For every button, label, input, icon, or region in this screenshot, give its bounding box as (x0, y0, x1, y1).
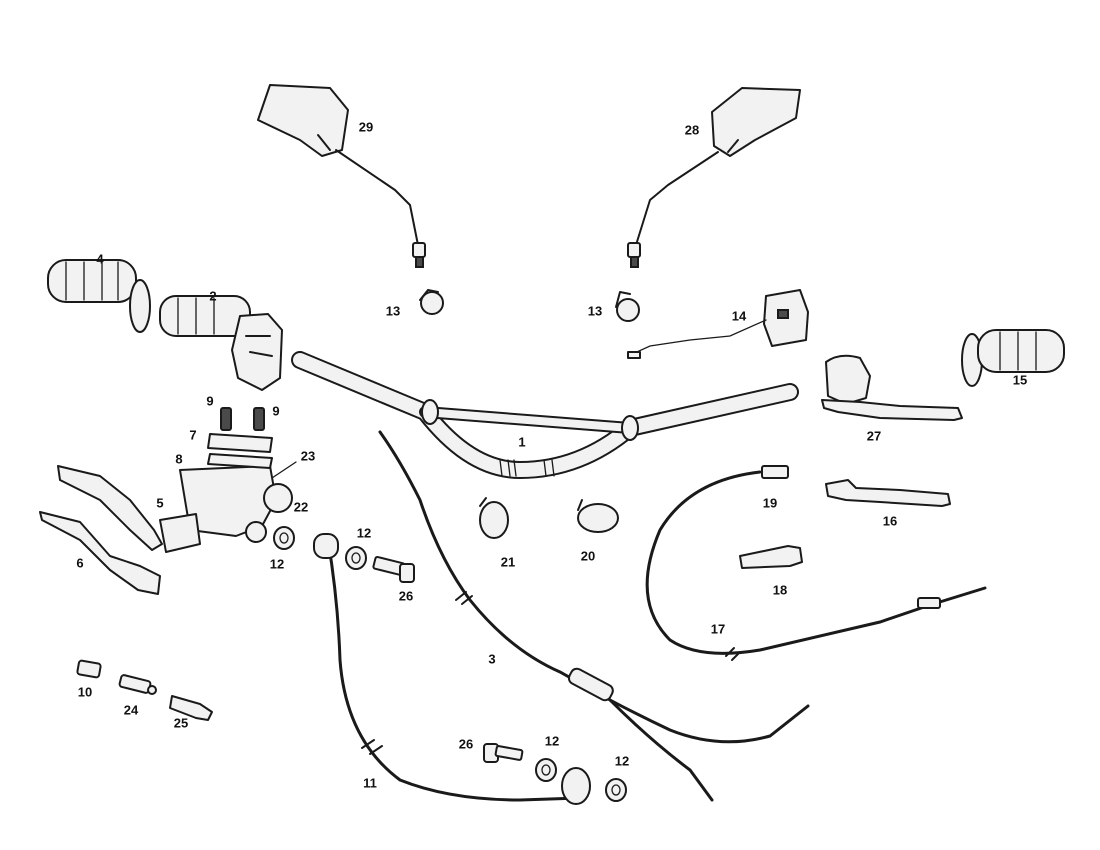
label-3: 3 (488, 651, 495, 666)
bleed-screw (76, 659, 102, 679)
label-15: 15 (1013, 372, 1027, 387)
label-27: 27 (867, 428, 881, 443)
label-9-right: 9 (272, 403, 279, 418)
clutch-cable (645, 470, 987, 661)
label-12-a: 12 (270, 556, 284, 571)
banjo-bolt-lower (483, 743, 524, 763)
label-12-c: 12 (545, 733, 559, 748)
label-13-right: 13 (588, 303, 602, 318)
cable-tie-21 (479, 497, 509, 539)
label-5: 5 (156, 495, 163, 510)
throttle-cable (378, 430, 810, 802)
banjo-bolt-upper (372, 555, 415, 583)
label-14: 14 (732, 308, 747, 323)
mirror-clamp-right (615, 291, 640, 322)
cable-adjuster-24 (118, 674, 157, 695)
label-11: 11 (363, 775, 377, 790)
label-7: 7 (189, 427, 196, 442)
washer-3 (535, 758, 557, 782)
label-29: 29 (359, 119, 373, 134)
label-4: 4 (96, 251, 104, 266)
right-grip (961, 329, 1065, 387)
label-1: 1 (518, 434, 525, 449)
rear-brake-lever (39, 511, 161, 595)
brake-master-cylinder (159, 407, 293, 553)
label-26-upper: 26 (399, 588, 413, 603)
label-16: 16 (883, 513, 897, 528)
left-mirror (257, 84, 426, 268)
choke-lever (739, 545, 803, 569)
label-17: 17 (711, 621, 725, 636)
label-21: 21 (501, 554, 515, 569)
label-19: 19 (763, 495, 777, 510)
label-12-d: 12 (615, 753, 629, 768)
label-26-lower: 26 (459, 736, 473, 751)
mirror-clamp-left (419, 289, 444, 315)
rubber-boot-25 (169, 695, 213, 721)
label-20: 20 (581, 548, 595, 563)
handlebar (291, 351, 799, 479)
washer-2 (345, 546, 367, 570)
light-switch (627, 289, 809, 359)
label-8: 8 (175, 451, 182, 466)
label-13-left: 13 (386, 303, 400, 318)
label-25: 25 (174, 715, 188, 730)
cable-adjuster (761, 465, 789, 479)
label-23: 23 (301, 448, 315, 463)
label-2: 2 (209, 288, 216, 303)
cable-tie-20 (577, 499, 619, 533)
throttle-grip (159, 295, 283, 391)
label-18: 18 (773, 582, 787, 597)
clutch-lever-assembly (821, 354, 963, 421)
right-mirror (627, 87, 801, 268)
label-28: 28 (685, 122, 699, 137)
label-24: 24 (124, 702, 139, 717)
label-6: 6 (76, 555, 83, 570)
washer-4 (605, 778, 627, 802)
washer-1 (273, 526, 295, 550)
leader-line-23 (271, 461, 297, 479)
front-brake-lever (57, 465, 163, 551)
right-brake-lever (825, 479, 951, 507)
label-10: 10 (78, 684, 92, 699)
label-9-left: 9 (206, 393, 213, 408)
label-22: 22 (294, 499, 308, 514)
left-grip (47, 259, 151, 333)
label-12-b: 12 (357, 525, 371, 540)
brake-hose (313, 533, 591, 805)
